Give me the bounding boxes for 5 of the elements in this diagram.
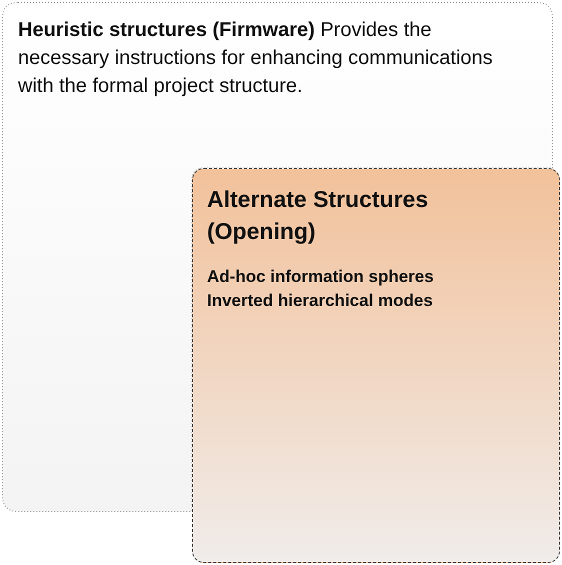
text: Ad-hoc information spheres	[207, 266, 435, 288]
text: Heuristic structures (Firmware) Provides the necessary instructions for enhancing communications with the formal project structure.	[18, 18, 494, 99]
highlight-box	[192, 168, 560, 563]
heading: Alternate Structures (Opening)	[207, 185, 430, 246]
text: Inverted hierarchical modes	[207, 290, 434, 312]
